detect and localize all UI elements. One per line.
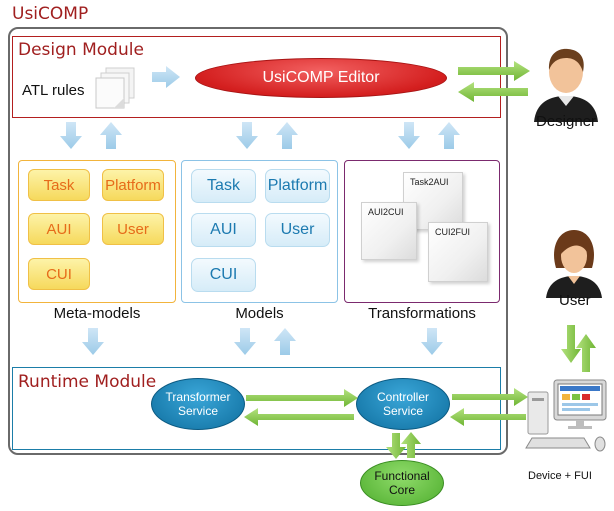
model-aui: AUI [191,213,256,247]
transformer-service: Transformer Service [151,378,245,430]
usicomp-editor: UsiCOMP Editor [195,58,447,98]
arrow-models-down-runtime [234,328,256,355]
functional-core: Functional Core [360,460,444,506]
meta-model-cui: CUI [28,258,90,290]
arrow-down-trans [398,122,420,149]
model-user: User [265,213,330,247]
models-caption: Models [235,305,284,322]
arrow-user-to-device [561,325,581,363]
transformations-caption: Transformations [368,305,476,322]
model-task: Task [191,169,256,203]
meta-model-aui: AUI [28,213,90,245]
arrow-up-meta [100,122,122,149]
doc-cui2fui: CUI2FUI [428,222,488,282]
arrow-controller-to-transformer [244,408,354,426]
controller-service: Controller Service [356,378,450,430]
arrow-up-trans [438,122,460,149]
device-label: Device + FUI [528,470,592,482]
arrow-device-to-controller [450,408,526,426]
meta-model-platform: Platform [102,169,164,201]
arrow-models-up-runtime [274,328,296,355]
arrow-down-meta [60,122,82,149]
arrow-trans-to-runtime [421,328,443,355]
arrow-designer-to-editor [458,82,528,102]
arrow-transformer-to-controller [246,389,358,407]
arrow-down-models [236,122,258,149]
model-platform: Platform [265,169,330,203]
arrow-editor-to-designer [458,61,530,81]
document-stack-icon [95,67,135,109]
arrow-up-models [276,122,298,149]
arrow-controller-to-core [386,433,406,459]
designer-icon [534,48,598,122]
editor-label: UsiCOMP Editor [262,69,380,86]
meta-model-task: Task [28,169,90,201]
arrow-core-to-controller [401,432,421,458]
diagram-title: UsiCOMP [12,4,89,24]
atl-rules-label: ATL rules [22,82,85,99]
meta-models-caption: Meta-models [53,305,141,322]
doc-task2aui: Task2AUI [403,172,463,230]
designer-label: Designer [536,113,597,130]
design-module-title: Design Module [18,40,144,60]
doc-aui2cui: AUI2CUI [361,202,417,260]
arrow-atl-to-editor [152,66,180,88]
runtime-module-title: Runtime Module [18,372,157,392]
arrow-controller-to-device [452,388,528,406]
user-label: User [559,292,591,309]
arrow-device-to-user [576,334,596,372]
model-cui: CUI [191,258,256,292]
computer-icon [525,379,607,452]
user-icon [546,230,602,298]
meta-model-user: User [102,213,164,245]
arrow-meta-to-runtime [82,328,104,355]
